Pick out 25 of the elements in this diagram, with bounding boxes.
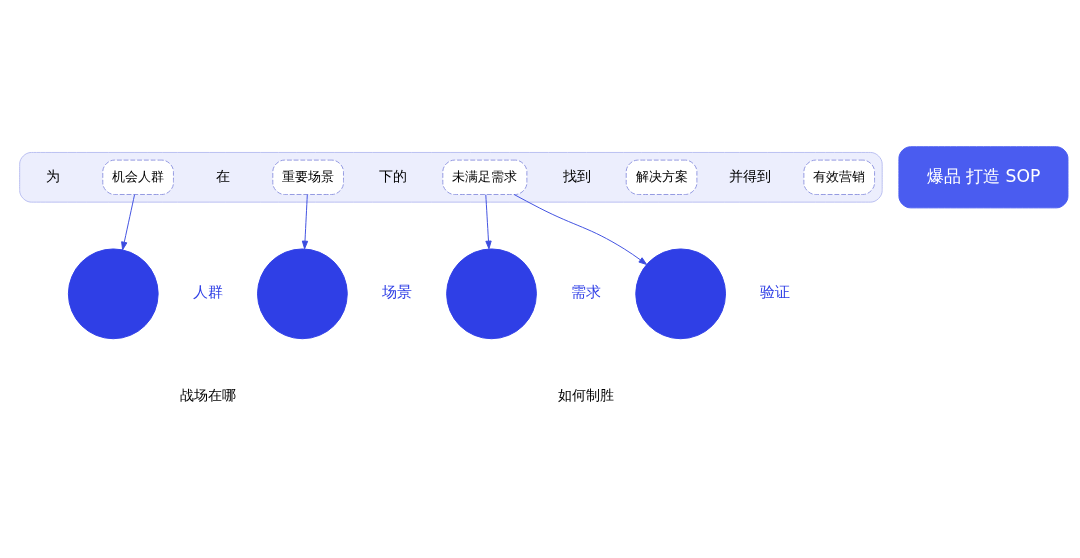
label: 在 bbox=[216, 167, 231, 184]
node-box: 重要场景 bbox=[272, 159, 344, 195]
arrow bbox=[485, 193, 492, 249]
label: 战场在哪 bbox=[179, 386, 236, 403]
node-label: 场景 bbox=[381, 282, 412, 301]
arrow bbox=[513, 193, 648, 265]
label: 为 bbox=[46, 167, 61, 184]
node-box: 未满足需求 bbox=[442, 159, 528, 195]
node-label: 需求 bbox=[571, 282, 602, 301]
node-circle bbox=[446, 247, 537, 339]
node-circle bbox=[257, 247, 348, 339]
node-label: 验证 bbox=[760, 282, 791, 301]
label: 并得到 bbox=[729, 167, 772, 184]
node-box: 有效营销 bbox=[803, 159, 876, 195]
node-circle bbox=[67, 247, 159, 339]
label: 下的 bbox=[379, 167, 408, 184]
node-box: 机会人群 bbox=[102, 159, 174, 195]
node-box: 解决方案 bbox=[625, 159, 698, 195]
label: 找到 bbox=[562, 167, 591, 184]
arrow bbox=[301, 193, 309, 249]
label: 如何制胜 bbox=[558, 386, 615, 403]
node-box: 爆品 打造 SOP bbox=[898, 145, 1069, 208]
cluster bbox=[19, 151, 883, 203]
arrow bbox=[121, 193, 136, 250]
node-label: 人群 bbox=[192, 282, 223, 301]
